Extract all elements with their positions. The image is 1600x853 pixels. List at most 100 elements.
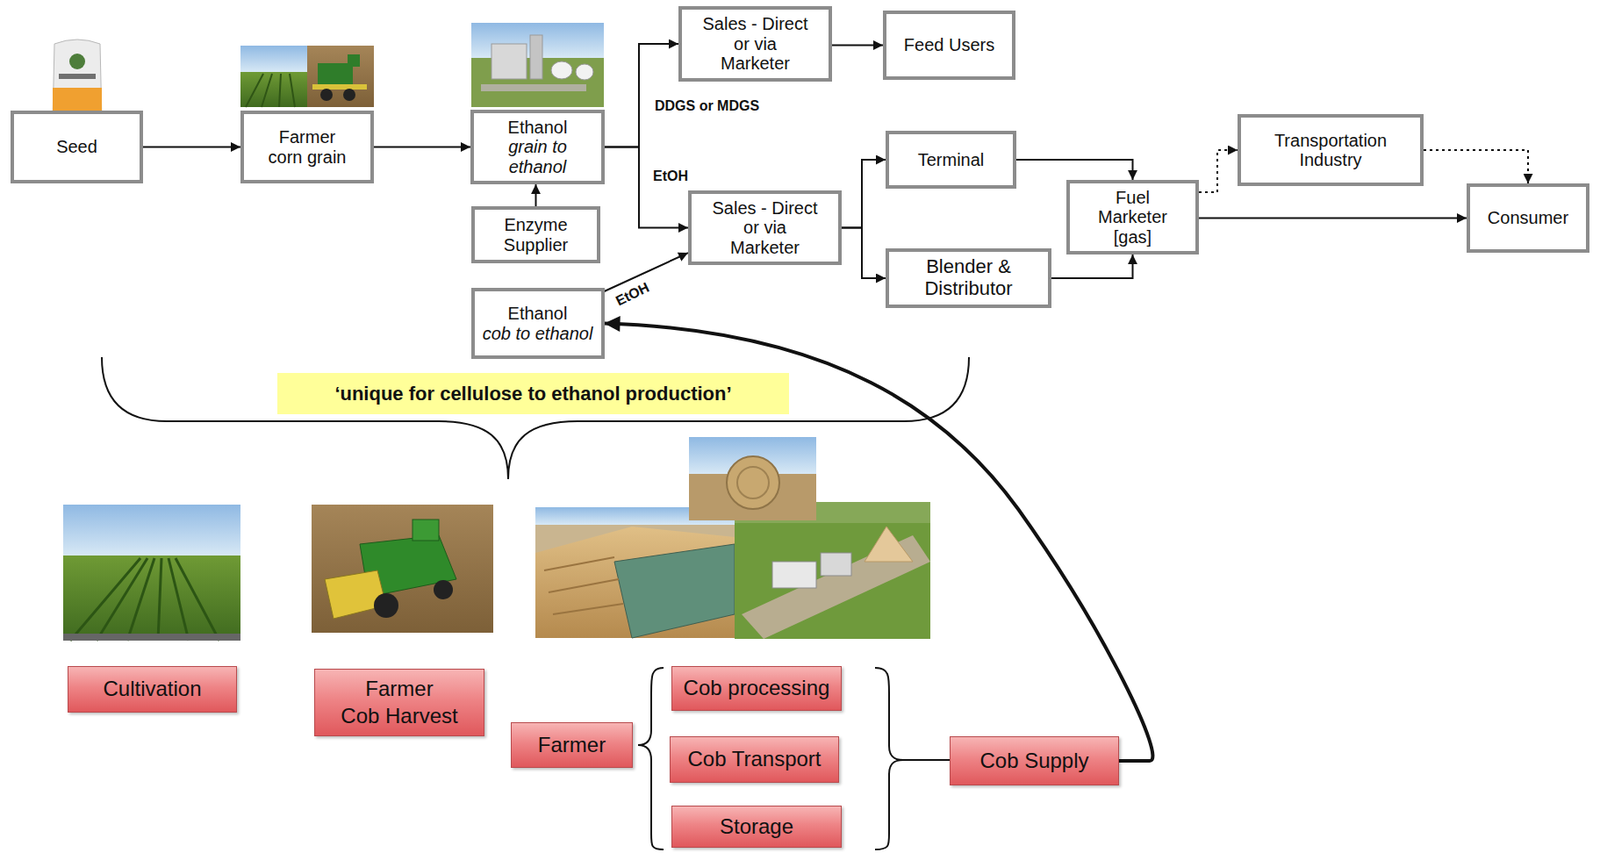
cob-plant-photo — [734, 502, 931, 639]
box-label: Blender & Distributor — [903, 256, 1035, 300]
wheel — [373, 593, 399, 618]
box-label: Consumer — [1487, 208, 1569, 228]
supply-step-box: Cob Supply — [949, 736, 1120, 786]
box-label: Transportation Industry — [1260, 130, 1401, 171]
supply-step-box: FarmerCob Harvest — [314, 668, 485, 737]
cob-pile — [535, 526, 735, 639]
wheel — [433, 580, 453, 600]
process-box: Terminal — [885, 130, 1017, 189]
crop-rows — [245, 73, 295, 108]
cob-texture — [544, 557, 624, 615]
wheel — [320, 88, 333, 101]
bale-photo — [688, 437, 817, 521]
flow-arrow — [1051, 254, 1134, 279]
flow-arrow — [604, 147, 689, 229]
box-label: Storage — [719, 815, 794, 840]
seed-bag-photo — [52, 39, 102, 122]
box-label: Sales - Direct or via Marketer — [698, 14, 813, 73]
edge-label: EtOH — [651, 168, 690, 185]
process-box: Consumer — [1466, 183, 1590, 253]
supply-step-box: Cob Transport — [669, 736, 840, 783]
left-bracket — [638, 667, 664, 850]
building — [491, 43, 527, 79]
flow-arrow — [841, 228, 886, 280]
tank — [551, 61, 573, 79]
box-label: Terminal — [918, 150, 985, 170]
process-box: Transportation Industry — [1237, 114, 1424, 187]
process-box: Farmercorn grain — [240, 110, 374, 184]
process-box: Enzyme Supplier — [471, 206, 601, 264]
photo-edge — [63, 633, 241, 641]
box-label: grain to ethanol — [480, 136, 595, 177]
corn-field — [63, 555, 241, 641]
process-box: Ethanolcob to ethanol — [471, 287, 605, 359]
edge-label: EtOH — [611, 279, 654, 311]
flow-arrow — [1016, 159, 1134, 180]
round-bale — [726, 456, 780, 510]
flow-arrow — [373, 146, 471, 149]
crop-rows — [70, 558, 220, 641]
sky — [63, 504, 241, 556]
flow-arrow — [143, 146, 241, 149]
seed-bag-logo — [69, 53, 86, 70]
combine-cab — [347, 54, 360, 67]
box-label: cob to ethanol — [482, 323, 594, 344]
seed-bag — [52, 39, 102, 122]
grain-harvest-photo — [307, 45, 374, 108]
cob-pile — [864, 526, 913, 562]
supply-step-box: Cob processing — [671, 666, 842, 711]
cob-harvest-photo — [311, 504, 494, 633]
tower — [530, 35, 543, 79]
combine-header — [312, 84, 367, 90]
box-label: Enzyme Supplier — [487, 215, 585, 255]
process-box: Sales - Direct or via Marketer — [678, 6, 833, 81]
box-label: Sales - Direct or via Marketer — [708, 198, 823, 258]
right-bracket — [875, 667, 904, 850]
ethanol-plant-photo — [471, 22, 604, 108]
box-label: Cob Harvest — [340, 704, 458, 729]
box-label: Ethanol — [508, 117, 568, 137]
box-label: Cultivation — [102, 677, 201, 702]
box-label: Farmer — [365, 677, 433, 702]
field — [240, 71, 308, 108]
dotted-connector — [1423, 150, 1529, 184]
trailer — [614, 544, 735, 639]
process-box: Ethanolgrain to ethanol — [470, 109, 605, 185]
box-label: Farmer — [538, 733, 606, 758]
box-label: Cob processing — [683, 676, 831, 701]
box-label: Cob Transport — [687, 747, 821, 772]
ground — [535, 507, 735, 639]
fields — [734, 502, 931, 639]
building — [772, 561, 817, 589]
supply-step-box: Storage — [671, 805, 842, 848]
wheel — [343, 88, 356, 101]
process-box: Sales - Direct or via Marketer — [688, 190, 842, 266]
bale-wrap — [737, 466, 769, 499]
group-brace — [101, 357, 969, 480]
cob-trailer-photo — [535, 507, 735, 639]
edge-label: DDGS or MDGS — [652, 98, 761, 115]
box-label: corn grain — [268, 147, 347, 167]
highlight-note: ‘unique for cellulose to ethanol product… — [277, 373, 790, 415]
supply-step-box: Cultivation — [67, 666, 237, 713]
process-box: Feed Users — [882, 10, 1016, 80]
flow-arrow — [1198, 217, 1467, 220]
flow-arrow — [535, 184, 538, 207]
combine-cab — [412, 519, 439, 541]
flow-arrow — [604, 43, 679, 148]
flow-arrow — [841, 159, 886, 229]
box-label: Farmer — [279, 127, 336, 147]
flow-arrow — [832, 44, 883, 47]
dotted-connector — [1198, 150, 1238, 193]
tank — [575, 64, 594, 80]
bracket-link — [903, 759, 950, 761]
box-label: Feed Users — [904, 35, 995, 55]
box-label: Ethanol — [508, 303, 568, 323]
box-label: Seed — [56, 136, 98, 157]
process-box: Fuel Marketer [gas] — [1066, 179, 1199, 255]
cultivation-photo — [63, 504, 241, 641]
field — [307, 45, 374, 108]
supply-step-box: Farmer — [510, 722, 633, 768]
box-label: Fuel Marketer [gas] — [1090, 187, 1175, 247]
